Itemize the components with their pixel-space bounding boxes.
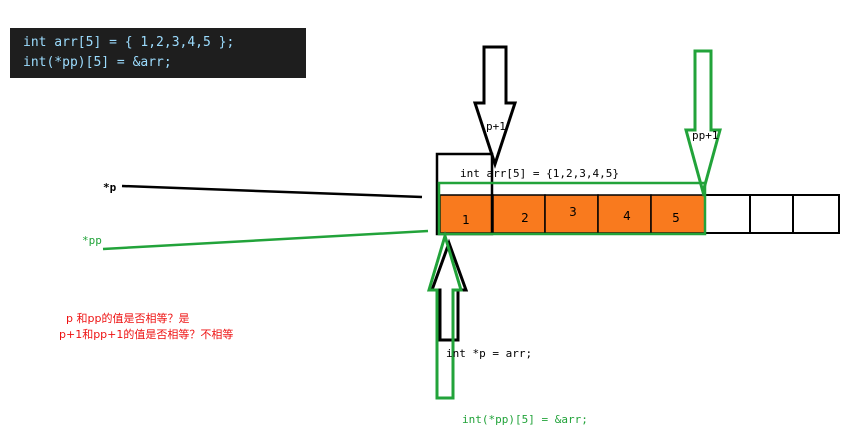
cell-label-2: 2 [521,211,529,225]
cell-label-3: 3 [569,205,577,219]
pp-plus-1-label: pp+1 [692,129,719,142]
pp-decl-label: int(*pp)[5] = &arr; [462,413,588,426]
p-plus-1-arrow [472,45,518,169]
code-snippet: int arr[5] = { 1,2,3,4,5 }; int(*pp)[5] … [10,28,306,78]
pp-plus-1-arrow [684,49,722,198]
code-line-1: int arr[5] = { 1,2,3,4,5 }; [23,35,235,50]
cell-label-5: 5 [672,211,680,225]
p-decl-label: int *p = arr; [446,347,532,360]
p-plus-1-label: p+1 [486,120,506,133]
pp-deref-line [102,229,429,251]
pp-deref-label: *pp [82,234,102,247]
question-1: p 和pp的值是否相等？是 [66,311,189,325]
p-up-arrow [429,238,469,342]
empty-cell [792,194,840,234]
array-cell-2 [492,194,546,234]
array-decl-label: int arr[5] = {1,2,3,4,5} [460,167,619,180]
code-line-2: int(*pp)[5] = &arr; [23,55,172,70]
pp-up-arrow [426,230,464,400]
cell-label-4: 4 [623,209,631,223]
p-deref-line [121,184,423,199]
p-deref-label: *p [103,181,117,194]
empty-cell [704,194,751,234]
question-2: p+1和pp+1的值是否相等？不相等 [59,327,233,341]
whole-array-box [437,181,707,236]
cell-label-1: 1 [462,213,470,227]
empty-cell [749,194,794,234]
